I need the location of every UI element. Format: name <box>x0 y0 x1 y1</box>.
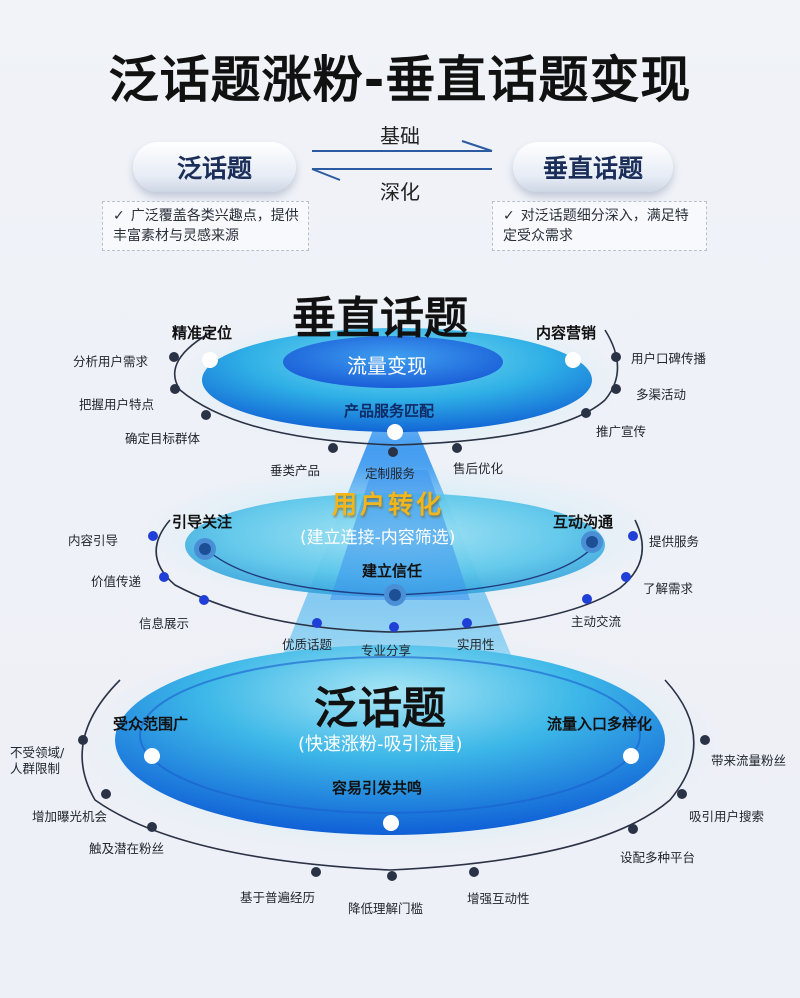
broad-tier-title: 泛话题 <box>314 683 446 734</box>
conversion-right-item: 了解需求 <box>643 581 694 596</box>
vertical-left-item: 分析用户需求 <box>73 354 149 369</box>
conversion-key-right: 互动沟通 <box>553 513 614 531</box>
conversion-bottom-item: 优质话题 <box>282 637 333 652</box>
vertical-left-item: 把握用户特点 <box>79 397 155 412</box>
broad-right-item: 吸引用户搜索 <box>689 809 765 824</box>
broad-tier-subtitle: (快速涨粉-吸引流量) <box>298 734 463 755</box>
broad-topic-label: 泛话题 <box>176 154 252 183</box>
vertical-left-item: 确定目标群体 <box>125 431 201 446</box>
arrow-label-deepen: 深化 <box>380 180 420 204</box>
vertical-key-right: 内容营销 <box>536 324 597 342</box>
vertical-topic-box: 垂直话题 <box>513 142 673 192</box>
vertical-topic-note-text: 对泛话题细分深入，满足特定受众需求 <box>503 208 689 244</box>
broad-topic-note: ✓广泛覆盖各类兴趣点，提供丰富素材与灵感来源 <box>102 201 309 251</box>
vertical-topic-label: 垂直话题 <box>542 154 643 183</box>
broad-topic-box: 泛话题 <box>133 142 296 192</box>
conversion-right-item: 主动交流 <box>571 614 622 629</box>
broad-key-bottom: 容易引发共鸣 <box>332 779 423 797</box>
vertical-right-item: 用户口碑传播 <box>631 351 707 366</box>
broad-right-item: 设配多种平台 <box>620 850 696 865</box>
broad-topic-note-text: 广泛覆盖各类兴趣点，提供丰富素材与灵感来源 <box>113 208 299 244</box>
vertical-topic-note: ✓对泛话题细分深入，满足特定受众需求 <box>492 201 707 251</box>
vertical-right-item: 多渠活动 <box>636 387 687 402</box>
broad-left-item: 不受领域/ 人群限制 <box>10 745 65 776</box>
broad-right-item: 带来流量粉丝 <box>711 753 787 768</box>
vertical-tier-title: 垂直话题 <box>292 293 468 344</box>
vertical-right-item: 推广宣传 <box>596 424 647 439</box>
conversion-bottom-item: 实用性 <box>457 637 495 652</box>
check-icon: ✓ <box>113 208 125 224</box>
vertical-bottom-item: 售后优化 <box>453 461 504 476</box>
conversion-tier-subtitle: (建立连接-内容筛选) <box>300 528 456 548</box>
conversion-bottom-item: 专业分享 <box>361 643 412 658</box>
conversion-left-item: 内容引导 <box>68 533 119 548</box>
broad-key-left: 受众范围广 <box>113 715 189 733</box>
conversion-left-item: 价值传递 <box>91 574 142 589</box>
check-icon: ✓ <box>503 208 515 224</box>
arrow-label-foundation: 基础 <box>380 124 420 148</box>
vertical-bottom-item: 定制服务 <box>365 466 416 481</box>
broad-left-item: 触及潜在粉丝 <box>89 841 165 856</box>
conversion-left-item: 信息展示 <box>139 616 190 631</box>
conversion-tier-title: 用户转化 <box>332 490 445 519</box>
conversion-key-bottom: 建立信任 <box>362 562 423 580</box>
vertical-key-left: 精准定位 <box>172 324 233 342</box>
broad-bottom-item: 增强互动性 <box>467 891 530 906</box>
broad-bottom-item: 降低理解门槛 <box>348 901 424 916</box>
broad-bottom-item: 基于普遍经历 <box>240 890 316 905</box>
vertical-key-bottom: 产品服务匹配 <box>344 402 435 420</box>
broad-key-right: 流量入口多样化 <box>547 715 653 733</box>
conversion-right-item: 提供服务 <box>649 534 700 549</box>
conversion-key-left: 引导关注 <box>172 513 233 531</box>
broad-left-item: 增加曝光机会 <box>32 809 108 824</box>
vertical-tier-center: 流量变现 <box>347 354 427 378</box>
vertical-bottom-item: 垂类产品 <box>270 463 321 478</box>
page-title: 泛话题涨粉-垂直话题变现 <box>108 51 692 109</box>
